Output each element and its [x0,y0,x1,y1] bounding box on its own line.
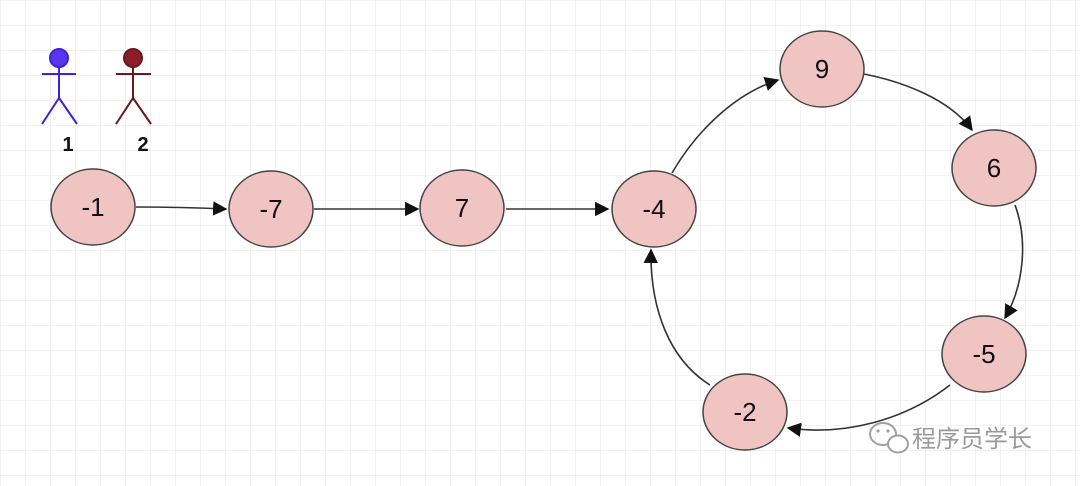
person-icon [41,48,78,125]
node-circle [951,129,1037,207]
watermark: 程序员学长 [869,422,1032,454]
figure-2-label: 2 [137,134,148,156]
edge-n5-n6 [863,73,973,132]
node-n4: -4 [611,170,697,248]
node-n3: 7 [419,169,505,247]
edges [135,73,1024,437]
node-label: 7 [455,193,469,223]
node-label: -4 [642,194,665,224]
edge-n1-n2 [135,201,228,216]
node-circle [702,373,788,451]
node-label: 6 [987,153,1001,183]
node-n1: -1 [50,168,136,246]
node-n6: 6 [951,129,1037,207]
node-circle [419,169,505,247]
person-icon [115,48,152,125]
wechat-icon [869,422,909,454]
node-n2: -7 [228,170,314,248]
node-label: -5 [972,339,995,369]
watermark-text: 程序员学长 [912,425,1032,453]
figure-1-label: 1 [62,134,73,156]
edge-n8-n4 [643,248,711,386]
node-label: -2 [733,397,756,427]
pointer-figure-2: 2 [115,48,152,156]
node-label: 9 [815,54,829,84]
node-circle [611,170,697,248]
edge-n7-n8 [786,384,951,437]
node-n8: -2 [702,373,788,451]
edge-n4-n5 [671,77,780,174]
node-n5: 9 [779,30,865,108]
node-circle [50,168,136,246]
node-label: -7 [259,194,282,224]
node-label: -1 [81,192,104,222]
node-circle [941,315,1027,393]
node-n7: -5 [941,315,1027,393]
pointer-figure-1: 1 [41,48,78,156]
node-circle [779,30,865,108]
edge-n6-n7 [1004,204,1024,320]
node-circle [228,170,314,248]
